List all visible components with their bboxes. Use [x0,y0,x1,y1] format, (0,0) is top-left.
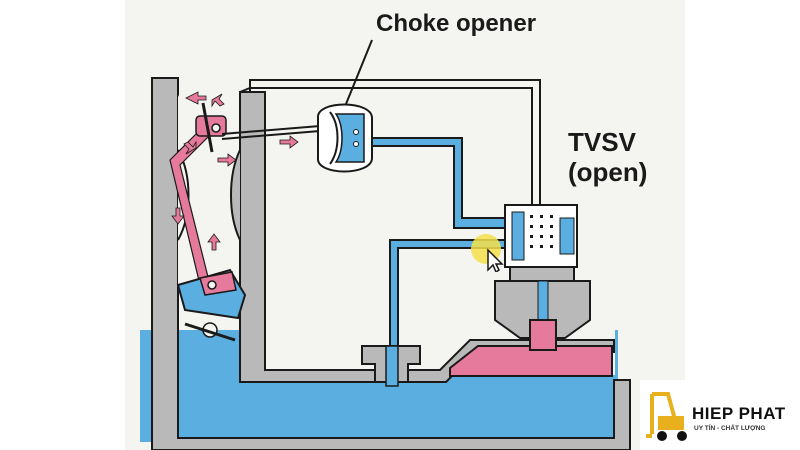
mouse-cursor [470,232,510,274]
forklift-icon [646,392,687,441]
tvsv-label: TVSV (open) [568,127,647,187]
logo-brand-name: HIEP PHAT [692,404,786,423]
arrow-icon [185,91,207,105]
tvsv-valve [494,204,591,351]
logo-tagline: UY TÍN - CHẤT LƯỢNG [694,425,766,432]
venturi [169,95,241,290]
choke-opener-diaphragm [316,39,373,173]
arrow-icon [207,233,221,251]
arrow-icon [171,207,185,225]
choke-valve [195,102,227,153]
airflow-arrows [171,91,299,251]
throttle-valve [176,268,247,342]
cursor-icon [487,248,504,274]
tvsv-label-state: (open) [568,157,648,187]
watermark-logo: HIEP PHAT UY TÍN - CHẤT LƯỢNG [640,380,800,450]
choke-opener-label: Choke opener [376,10,537,37]
tvsv-label-name: TVSV [568,127,636,157]
arrow-icon [279,135,299,149]
arrow-icon [217,153,237,167]
arrow-icon [183,140,197,155]
arrow-icon [211,93,225,108]
